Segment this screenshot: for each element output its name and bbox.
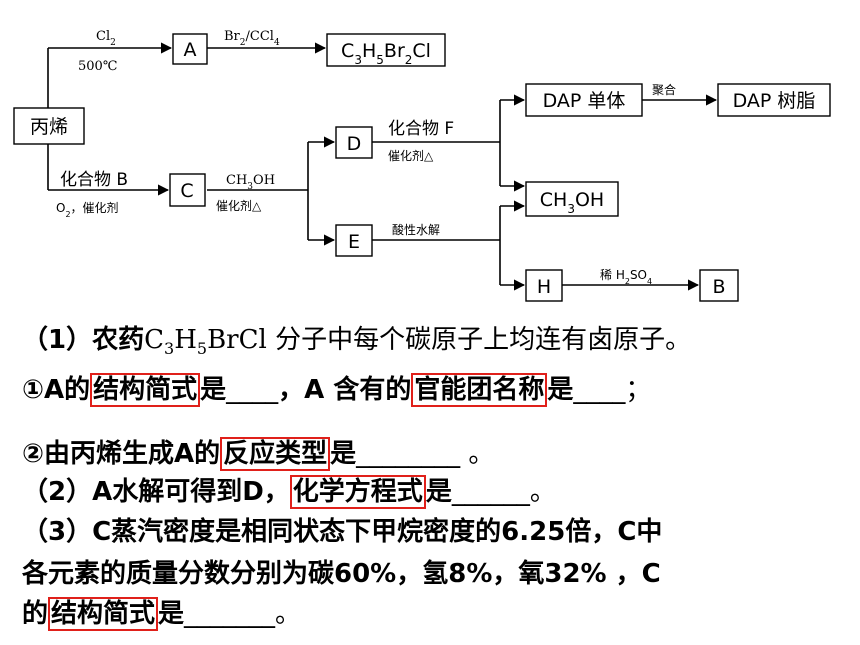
node-dap-resin: DAP 树脂	[717, 83, 831, 117]
keyword-structural-formula: 结构简式	[90, 373, 201, 407]
answer-blank-a-structure[interactable]: ____	[226, 375, 279, 405]
q1-suffix: 分子中每个碳原子上均连有卤原子。	[266, 325, 692, 355]
scheme-lines	[47, 42, 718, 291]
question-2: （2）A水解可得到D，化学方程式是______。	[22, 475, 556, 509]
q1a-text-1: ①A的	[22, 375, 91, 405]
label-dilute-h2so4: 稀 H2SO4	[600, 268, 652, 286]
q3-text-1: （3）C蒸汽密度是相同状态下甲烷密度的6.25倍，C中	[22, 517, 663, 547]
question-1a: ①A的结构简式是____，A 含有的官能团名称是____；	[22, 373, 652, 407]
question-1b: ②由丙烯生成A的反应类型是________ 。	[22, 437, 495, 471]
answer-blank-c-structure[interactable]: _______。	[184, 599, 302, 629]
q3-text-3b: 是	[158, 599, 185, 629]
q1-prefix: （1）农药	[22, 325, 145, 355]
question-3-line-2: 各元素的质量分数分别为碳60%，氢8%，氧32% ，C	[22, 558, 661, 590]
node-B: B	[699, 269, 739, 302]
node-D: D	[335, 126, 373, 159]
keyword-functional-group: 官能团名称	[411, 373, 548, 407]
q1a-text-4: 是	[547, 375, 574, 405]
q1a-text-3: ，A 含有的	[278, 375, 412, 405]
q3-text-2: 各元素的质量分数分别为碳60%，氢8%，氧32% ，C	[22, 559, 661, 589]
keyword-chemical-equation: 化学方程式	[289, 475, 426, 509]
keyword-structural-formula-c: 结构简式	[48, 597, 159, 631]
svg-text:D: D	[347, 133, 362, 155]
label-catalyst-heat-d: 催化剂△	[388, 148, 434, 163]
node-propene: 丙烯	[13, 107, 85, 145]
answer-blank-reaction-type[interactable]: ________ 。	[356, 439, 495, 469]
svg-text:DAP 树脂: DAP 树脂	[733, 90, 816, 112]
label-br2-ccl4: Br2/CCl4	[224, 29, 280, 48]
node-H: H	[525, 269, 563, 302]
answer-blank-functional-group[interactable]: ____；	[573, 375, 652, 405]
keyword-reaction-type: 反应类型	[220, 437, 331, 471]
question-3-line-1: （3）C蒸汽密度是相同状态下甲烷密度的6.25倍，C中	[22, 516, 662, 548]
node-C: C	[169, 173, 206, 207]
node-dap-monomer: DAP 单体	[525, 83, 643, 117]
label-compound-b: 化合物 B	[60, 170, 128, 190]
q2-text-1: （2）A水解可得到D，	[22, 477, 290, 507]
svg-text:B: B	[712, 276, 725, 298]
node-ch3oh: CH3OH	[525, 181, 619, 217]
svg-text:H: H	[537, 276, 551, 298]
answer-blank-equation[interactable]: ______。	[451, 477, 556, 507]
label-o2-catalyst: O2，催化剂	[56, 200, 119, 219]
node-A: A	[172, 33, 208, 65]
label-catalyst-heat-c: 催化剂△	[216, 198, 262, 213]
q2-text-2: 是	[425, 477, 452, 507]
label-cl2: Cl2	[96, 29, 116, 48]
svg-text:丙烯: 丙烯	[30, 116, 68, 138]
reaction-scheme: 丙烯 A C3H5Br2Cl C D E DAP 单体 DAP 树脂 CH3OH…	[13, 29, 831, 302]
q1b-text-1: ②由丙烯生成A的	[22, 439, 221, 469]
svg-text:A: A	[184, 39, 197, 61]
question-1-intro: （1）农药C3H5BrCl 分子中每个碳原子上均连有卤原子。	[22, 324, 691, 365]
svg-text:DAP 单体: DAP 单体	[543, 90, 626, 112]
svg-text:C: C	[180, 180, 193, 202]
question-3-line-3: 的结构简式是_______。	[22, 597, 302, 631]
label-compound-f: 化合物 F	[388, 119, 454, 139]
label-ch3oh-reagent: CH3OH	[226, 173, 275, 192]
label-500c: 500℃	[78, 59, 117, 74]
label-polymerize: 聚合	[652, 82, 676, 97]
label-acid-hydrolysis: 酸性水解	[392, 222, 440, 237]
q1a-text-2: 是	[200, 375, 227, 405]
q1b-text-2: 是	[330, 439, 357, 469]
svg-text:E: E	[348, 231, 360, 253]
q1-formula: C3H5BrCl	[144, 325, 267, 359]
q3-text-3a: 的	[22, 599, 49, 629]
node-product-c3h5br2cl: C3H5Br2Cl	[326, 33, 446, 67]
node-E: E	[335, 224, 373, 257]
